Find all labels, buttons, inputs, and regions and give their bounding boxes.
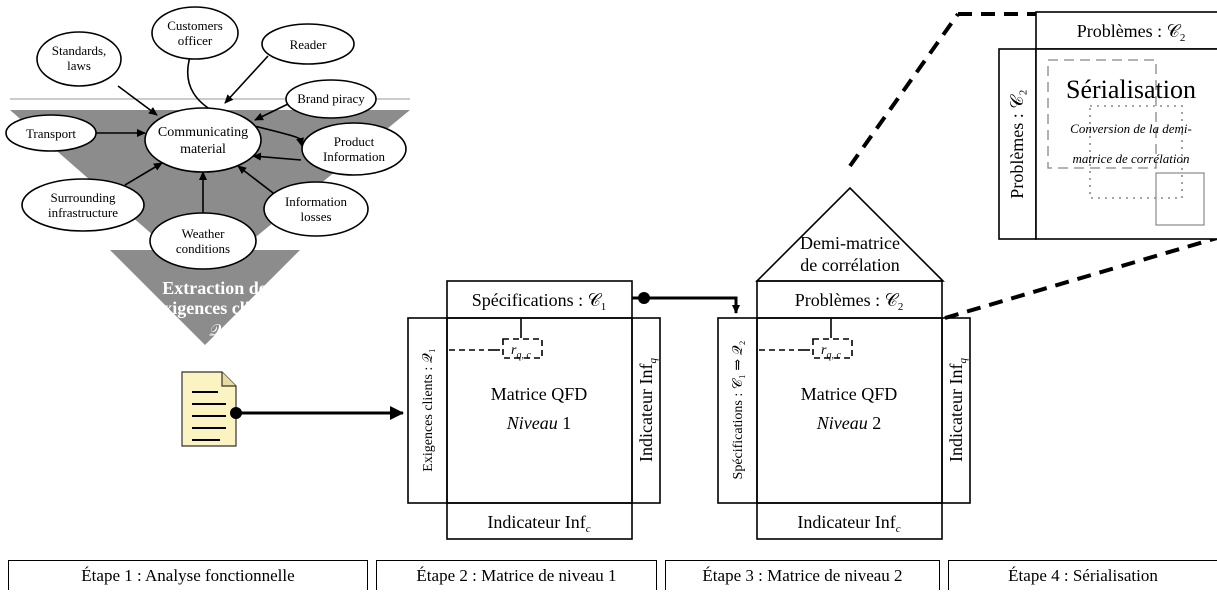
matrix2-right-box — [941, 317, 971, 504]
matrix2-top-label: Problèmes : 𝒞2 — [795, 290, 904, 313]
zoom-solid-block — [1155, 172, 1205, 226]
zoom-caption-line1: Conversion de la demi- — [1070, 121, 1192, 136]
step-1: Étape 1 : Analyse fonctionnelle — [8, 560, 368, 590]
node-product-information — [301, 122, 407, 176]
node-customers-line1: Customers — [167, 18, 223, 33]
matrix1-bottom-label: Indicateur Infc — [487, 512, 590, 535]
extraction-line2: exigences clients — [155, 298, 280, 318]
node-reader-label: Reader — [290, 37, 327, 52]
node-standards-line1: Standards, — [52, 43, 107, 58]
edge-surrounding — [124, 162, 163, 186]
arrow2-origin-dot — [638, 292, 650, 304]
node-communicating-line1: Communicating — [158, 125, 248, 140]
zoom-top-label: Problèmes : 𝒞2 — [1077, 21, 1186, 44]
node-information-losses — [263, 181, 369, 237]
node-standards — [36, 31, 122, 87]
zoom-left-label: Problèmes : 𝒞₂ — [1007, 89, 1027, 198]
node-product-line2: Information — [323, 149, 386, 164]
arrow-origin-dot — [230, 407, 242, 419]
matrix1-title: Matrice QFD — [491, 384, 587, 404]
edge-standards — [117, 85, 158, 116]
matrix1-cell-label: rq, c — [511, 343, 531, 361]
matrix2-roof-line2: de corrélation — [800, 255, 899, 275]
zoom-core — [1035, 48, 1217, 240]
step-4: Étape 4 : Sérialisation — [948, 560, 1217, 590]
node-customers-line2: officer — [178, 33, 213, 48]
node-reader — [261, 23, 355, 65]
zoom-dashed-block — [1047, 59, 1157, 169]
zoom-line-bottom — [944, 236, 1217, 320]
zoom-title: Sérialisation — [1066, 75, 1196, 104]
node-surrounding-line2: infrastructure — [48, 205, 118, 220]
step-2: Étape 2 : Matrice de niveau 1 — [376, 560, 657, 590]
matrix2-right-label: Indicateur Infq — [946, 358, 969, 462]
node-weather-line1: Weather — [182, 226, 226, 241]
extraction-q1: 𝒬1 — [209, 321, 227, 343]
matrix1-bottom-box — [446, 502, 633, 540]
matrix2-bottom-label: Indicateur Infc — [797, 512, 900, 535]
edge-product-info — [252, 152, 302, 161]
edge-brand-piracy — [254, 103, 289, 121]
node-transport-label: Transport — [26, 126, 76, 141]
node-brand-piracy-label: Brand piracy — [297, 91, 365, 106]
matrix2-cell-label: rq, c — [821, 343, 841, 361]
edge-information-losses — [237, 165, 278, 197]
matrix2-roof-line1: Demi-matrice — [800, 233, 900, 253]
matrix2-bottom-box — [756, 502, 943, 540]
zoom-caption-line2: matrice de corrélation — [1073, 151, 1190, 166]
matrix1-left-label: Exigences clients : 𝒬₁ — [421, 348, 436, 471]
matrix2-core — [756, 317, 943, 504]
matrix1-top-label: Spécifications : 𝒞1 — [472, 290, 607, 313]
step-3: Étape 3 : Matrice de niveau 2 — [665, 560, 940, 590]
matrix2-title: Matrice QFD — [801, 384, 897, 404]
zoom-line-top — [848, 12, 960, 168]
matrix2-level: Niveau 2 — [816, 413, 882, 433]
node-weather-conditions — [149, 212, 257, 270]
matrix1-level: Niveau 1 — [506, 413, 572, 433]
step-bar: Étape 1 : Analyse fonctionnelle Étape 2 … — [8, 560, 1217, 590]
arrow-to-matrix2 — [632, 296, 740, 314]
node-surrounding-line1: Surrounding — [51, 190, 117, 205]
matrix2-left-label: Spécifications : 𝒞₁ ⇒ 𝒬₂ — [731, 340, 746, 479]
node-infolosses-line1: Information — [285, 194, 348, 209]
node-infolosses-line2: losses — [300, 209, 331, 224]
qfd-process-diagram: Standards, laws Customers officer Reader… — [5, 6, 1217, 540]
zoom-top-box — [1035, 11, 1217, 50]
node-product-line1: Product — [334, 134, 375, 149]
matrix1-core — [446, 317, 633, 504]
document-icon — [181, 371, 237, 447]
node-customers-officer — [151, 6, 239, 60]
node-communicating-material — [144, 107, 262, 173]
zoom-dotted-block — [1089, 105, 1183, 199]
matrix1-right-label: Indicateur Infq — [636, 358, 659, 462]
node-weather-line2: conditions — [176, 241, 230, 256]
node-transport — [5, 114, 97, 152]
extraction-line1: Extraction des — [162, 278, 274, 298]
node-standards-line2: laws — [67, 58, 91, 73]
matrix1-right-box — [631, 317, 661, 504]
node-surrounding-infrastructure — [21, 178, 145, 232]
node-brand-piracy — [285, 79, 377, 119]
node-communicating-line2: material — [180, 142, 226, 157]
edge-reader — [224, 55, 269, 104]
